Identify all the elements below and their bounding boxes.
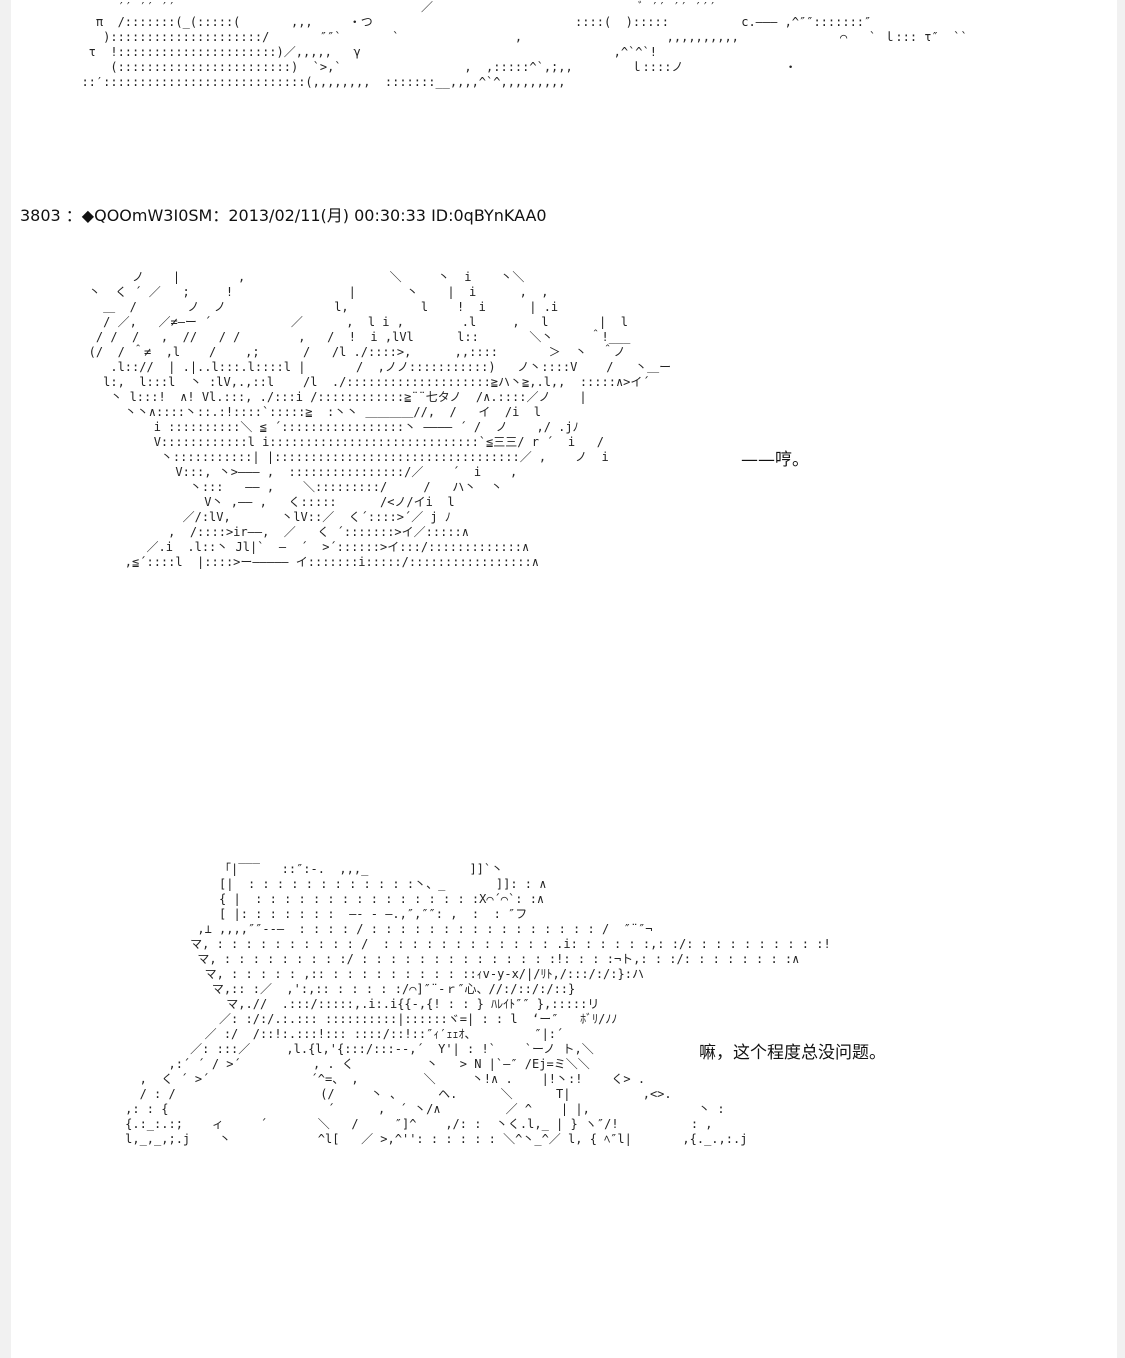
dialogue-line-1: ——哼。 xyxy=(741,450,809,470)
dialogue-line-2: 嘛，这个程度总没问题。 xyxy=(699,1043,886,1063)
ascii-art-character-1: ノ | , ＼ 丶 i 丶＼ 丶 く ´ ／ ; ! | 丶 | i , , ＿… xyxy=(88,270,672,569)
page-canvas: ′′ ′′ ′′ ／ ﾞ ′′ ′′ ′′′ π /:::::::(_(::::… xyxy=(11,0,1117,1358)
ascii-art-character-2: 「|‾‾‾ ::″:-. ,,,_ ]]`丶 [| : : : : : : : … xyxy=(125,862,831,1146)
ascii-art-top-fragment: ′′ ′′ ′′ ／ ﾞ ′′ ′′ ′′′ π /:::::::(_(::::… xyxy=(81,0,968,89)
post-header: 3803 ：◆QOOmW3I0SM：2013/02/11(月) 00:30:33… xyxy=(20,206,547,225)
